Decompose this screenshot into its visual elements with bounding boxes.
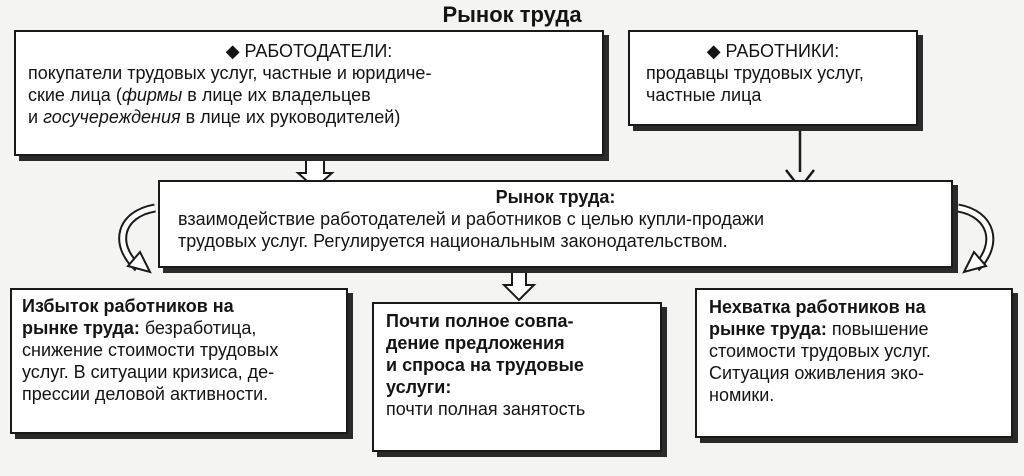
- employers-line-3: и госучереждения в лице их руководителей…: [28, 107, 401, 127]
- balance-line-1: Почти полное совпа-: [386, 311, 574, 331]
- market-line-1: взаимодействие работодателей и работнико…: [178, 209, 765, 229]
- arrow-workers-to-market: [785, 128, 815, 191]
- balance-line-2: дение предложения: [386, 333, 565, 353]
- workers-line-2: частные лица: [646, 85, 762, 105]
- workers-line-1: продавцы трудовых услуг,: [646, 63, 864, 83]
- employers-firms-italic: фирмы: [121, 85, 183, 105]
- market-box: Рынок труда: взаимодействие работодателе…: [158, 180, 953, 268]
- shortage-line-1: Нехватка работников на: [709, 297, 926, 317]
- employers-line-2: ские лица (фирмы в лице их владельцев: [28, 85, 371, 105]
- shortage-line-5: номики.: [709, 385, 775, 405]
- surplus-line-2: рынке труда: безработица,: [22, 318, 257, 338]
- balance-line-4: услуги:: [386, 377, 452, 397]
- balance-box: Почти полное совпа- дение предложения и …: [372, 302, 662, 452]
- shortage-box: Нехватка работников на рынке труда: повы…: [695, 288, 1013, 438]
- surplus-line-3: снижение стоимости трудовых: [22, 340, 279, 360]
- shortage-line-4: Ситуация оживления эко-: [709, 363, 924, 383]
- employers-heading: ◆ РАБОТОДАТЕЛИ:: [225, 41, 393, 61]
- balance-line-3: и спроса на трудовые: [386, 355, 584, 375]
- diagram-title: Рынок труда: [442, 2, 582, 27]
- surplus-line-1: Избыток работников на: [22, 296, 234, 316]
- balance-line-5: почти полная занятость: [386, 399, 586, 419]
- surplus-box: Избыток работников на рынке труда: безра…: [10, 288, 348, 434]
- shortage-line-3: стоимости трудовых услуг.: [709, 341, 931, 361]
- workers-heading: ◆ РАБОТНИКИ:: [706, 41, 840, 61]
- employers-line-1: покупатели трудовых услуг, частные и юри…: [28, 63, 432, 83]
- workers-box: ◆ РАБОТНИКИ: продавцы трудовых услуг, ча…: [628, 30, 918, 126]
- market-line-2: трудовых услуг. Регулируется национальны…: [178, 231, 728, 251]
- market-heading: Рынок труда:: [495, 187, 616, 207]
- surplus-line-4: услуг. В ситуации кризиса, де-: [22, 362, 275, 382]
- employers-box: ◆ РАБОТОДАТЕЛИ: покупатели трудовых услу…: [14, 30, 604, 156]
- surplus-line-5: прессии деловой активности.: [22, 384, 269, 404]
- employers-govt-italic: госучереждения: [43, 107, 181, 127]
- shortage-line-2: рынке труда: повышение: [709, 319, 929, 339]
- arrow-market-to-balance: [501, 267, 537, 302]
